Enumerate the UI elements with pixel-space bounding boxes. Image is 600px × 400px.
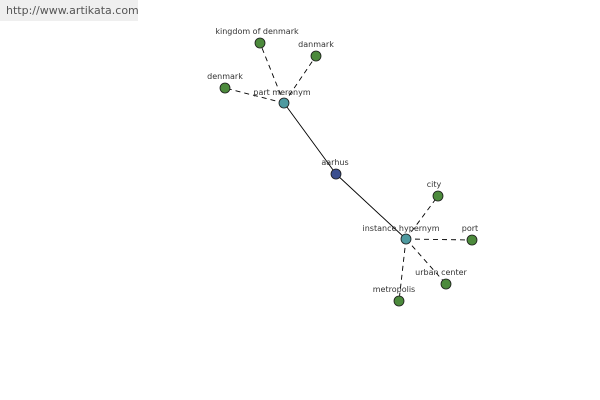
node-city[interactable]: city xyxy=(427,180,444,202)
node-label-part-meronym: part meronym xyxy=(253,88,310,97)
node-dot-kingdom-of-denmark[interactable] xyxy=(254,37,266,49)
node-dot-urban-center[interactable] xyxy=(440,278,452,290)
node-label-denmark: denmark xyxy=(207,72,243,81)
edge-part-meronym-denmark xyxy=(224,87,285,104)
node-dot-aarhus[interactable] xyxy=(330,168,342,180)
node-danmark[interactable]: danmark xyxy=(298,40,334,62)
edge-instance-hypernym-port xyxy=(405,238,473,241)
node-dot-city[interactable] xyxy=(432,190,444,202)
node-label-urban-center: urban center xyxy=(415,268,467,277)
node-label-port: port xyxy=(462,224,478,233)
node-metropolis[interactable]: metropolis xyxy=(373,285,415,307)
node-label-aarhus: aarhus xyxy=(321,158,348,167)
node-dot-part-meronym[interactable] xyxy=(278,97,290,109)
node-dot-danmark[interactable] xyxy=(310,50,322,62)
edge-aarhus-part-meronym xyxy=(283,102,337,175)
node-dot-port[interactable] xyxy=(466,234,478,246)
node-part-meronym[interactable]: part meronym xyxy=(253,88,311,109)
source-url[interactable]: http://www.artikata.com xyxy=(0,0,139,21)
node-denmark[interactable]: denmark xyxy=(207,72,243,94)
node-instance-hypernym[interactable]: instance hypernym xyxy=(363,224,440,245)
edge-aarhus-instance-hypernym xyxy=(335,173,407,240)
node-urban-center[interactable]: urban center xyxy=(415,268,468,290)
node-label-kingdom-of-denmark: kingdom of denmark xyxy=(215,27,299,36)
node-aarhus[interactable]: aarhus xyxy=(321,158,349,180)
node-dot-instance-hypernym[interactable] xyxy=(400,233,412,245)
edge-instance-hypernym-metropolis xyxy=(398,238,407,302)
graph-nodes: aarhus part meronym instance hypernym kingd… xyxy=(207,27,478,307)
node-label-instance-hypernym: instance hypernym xyxy=(363,224,440,233)
node-dot-metropolis[interactable] xyxy=(393,295,405,307)
edge-part-meronym-kingdom-of-denmark xyxy=(259,42,285,104)
node-label-metropolis: metropolis xyxy=(373,285,415,294)
edge-part-meronym-danmark xyxy=(283,55,317,104)
node-label-danmark: danmark xyxy=(298,40,334,49)
edge-instance-hypernym-urban-center xyxy=(405,238,447,285)
node-kingdom-of-denmark[interactable]: kingdom of denmark xyxy=(215,27,299,49)
node-label-city: city xyxy=(427,180,442,189)
node-dot-denmark[interactable] xyxy=(219,82,231,94)
node-port[interactable]: port xyxy=(462,224,478,246)
graph-edges xyxy=(224,42,473,302)
